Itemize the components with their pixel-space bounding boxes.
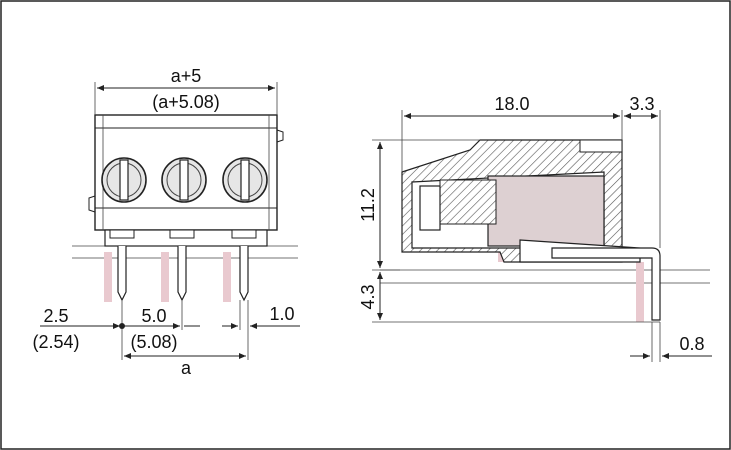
side-screw-head bbox=[419, 185, 441, 231]
pin-2 bbox=[177, 246, 187, 302]
dim-pitch: 5.0 bbox=[141, 306, 166, 326]
pin-shadow-2 bbox=[161, 252, 169, 302]
pin-shadow-3 bbox=[223, 252, 231, 302]
pin-shadow-1 bbox=[104, 252, 112, 302]
pin-shoulder-1 bbox=[109, 229, 135, 239]
side-view: 18.0 3.3 11.2 4.3 0.8 bbox=[358, 94, 712, 362]
dim-offset: 2.5 bbox=[43, 306, 68, 326]
side-screw-thread bbox=[439, 179, 497, 225]
pin-1 bbox=[117, 246, 127, 302]
dim-pitch-alt: (5.08) bbox=[130, 332, 177, 352]
dim-total-width: a+5 bbox=[171, 66, 202, 86]
dim-span: a bbox=[181, 358, 192, 378]
screw-3 bbox=[222, 157, 268, 203]
side-top-notch bbox=[579, 139, 623, 153]
dim-offset-alt: (2.54) bbox=[32, 332, 79, 352]
side-bent-pin bbox=[551, 247, 661, 321]
dim-height: 11.2 bbox=[358, 188, 378, 222]
front-view: a+5 (a+5.08) 2.5 (2.54) 5.0 (5.08) 1.0 a bbox=[32, 66, 300, 378]
dim-pin-width: 1.0 bbox=[269, 304, 294, 324]
dim-length: 18.0 bbox=[494, 94, 529, 114]
pin-shoulder-2 bbox=[169, 229, 195, 239]
side-latch-left bbox=[88, 195, 96, 213]
screw-1 bbox=[101, 157, 147, 203]
pin-3 bbox=[239, 246, 249, 302]
screw-2 bbox=[161, 157, 207, 203]
dim-pin-thickness: 0.8 bbox=[679, 334, 704, 354]
pin-shoulder-3 bbox=[231, 229, 257, 239]
dim-overhang: 3.3 bbox=[629, 94, 654, 114]
side-clamp-body bbox=[487, 175, 605, 247]
dim-pin-length: 4.3 bbox=[358, 284, 378, 309]
datum-dot bbox=[119, 323, 125, 329]
side-pin-shadow bbox=[636, 262, 644, 322]
side-latch-right bbox=[276, 129, 284, 143]
dim-total-width-alt: (a+5.08) bbox=[152, 92, 220, 112]
